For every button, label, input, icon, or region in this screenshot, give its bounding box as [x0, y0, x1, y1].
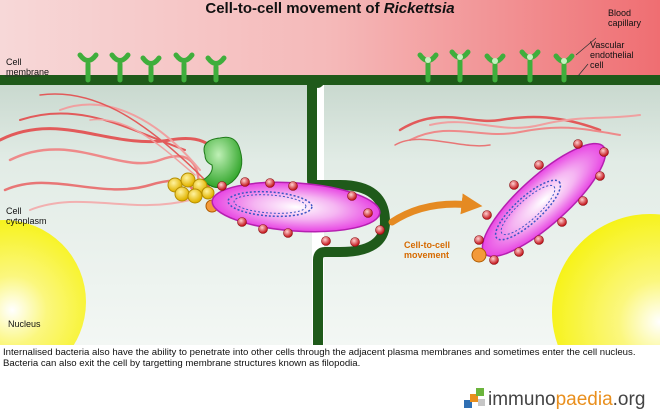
- diagram-title: Cell-to-cell movement of Rickettsia: [0, 0, 660, 17]
- title-main: Cell-to-cell movement of: [205, 0, 384, 17]
- left-bacterium: [211, 181, 381, 233]
- logo-cubes-icon: [464, 388, 485, 408]
- rickettsia-diagram: [0, 0, 660, 345]
- label-cell-to-cell-movement: Cell-to-cell movement: [404, 240, 451, 260]
- movement-arrow[interactable]: [388, 193, 483, 226]
- label-cell-cytoplasm: Cell cytoplasm: [6, 206, 47, 226]
- orange-marker-right: [471, 247, 487, 263]
- caption-text: Internalised bacteria also have the abil…: [3, 347, 636, 369]
- label-cell-membrane: Cell membrane: [6, 57, 50, 77]
- label-blood-capillary: Blood capillary: [608, 8, 642, 28]
- logo-text: immunopaedia.org: [488, 389, 646, 410]
- right-nucleus: [552, 214, 660, 345]
- left-receptors: [77, 52, 227, 83]
- receptor-highlights: [425, 54, 567, 64]
- label-leader-lines: [5, 37, 597, 77]
- yellow-actin-cluster: [167, 172, 215, 204]
- immunopaedia-logo[interactable]: immunopaedia.org: [462, 383, 658, 417]
- right-bacterium-surface-dots: [474, 139, 609, 265]
- left-bacterium-surface-dots: [217, 177, 385, 247]
- membrane-junction: [310, 79, 326, 88]
- green-binding-protein: [202, 136, 243, 188]
- blood-capillary: [0, 0, 660, 85]
- right-filaments: [394, 114, 641, 147]
- left-nucleus: [0, 220, 86, 345]
- label-nucleus: Nucleus: [8, 319, 41, 329]
- label-vascular-endothelial-cell: Vascular endothelial cell: [590, 40, 634, 70]
- title-italic: Rickettsia: [383, 0, 455, 17]
